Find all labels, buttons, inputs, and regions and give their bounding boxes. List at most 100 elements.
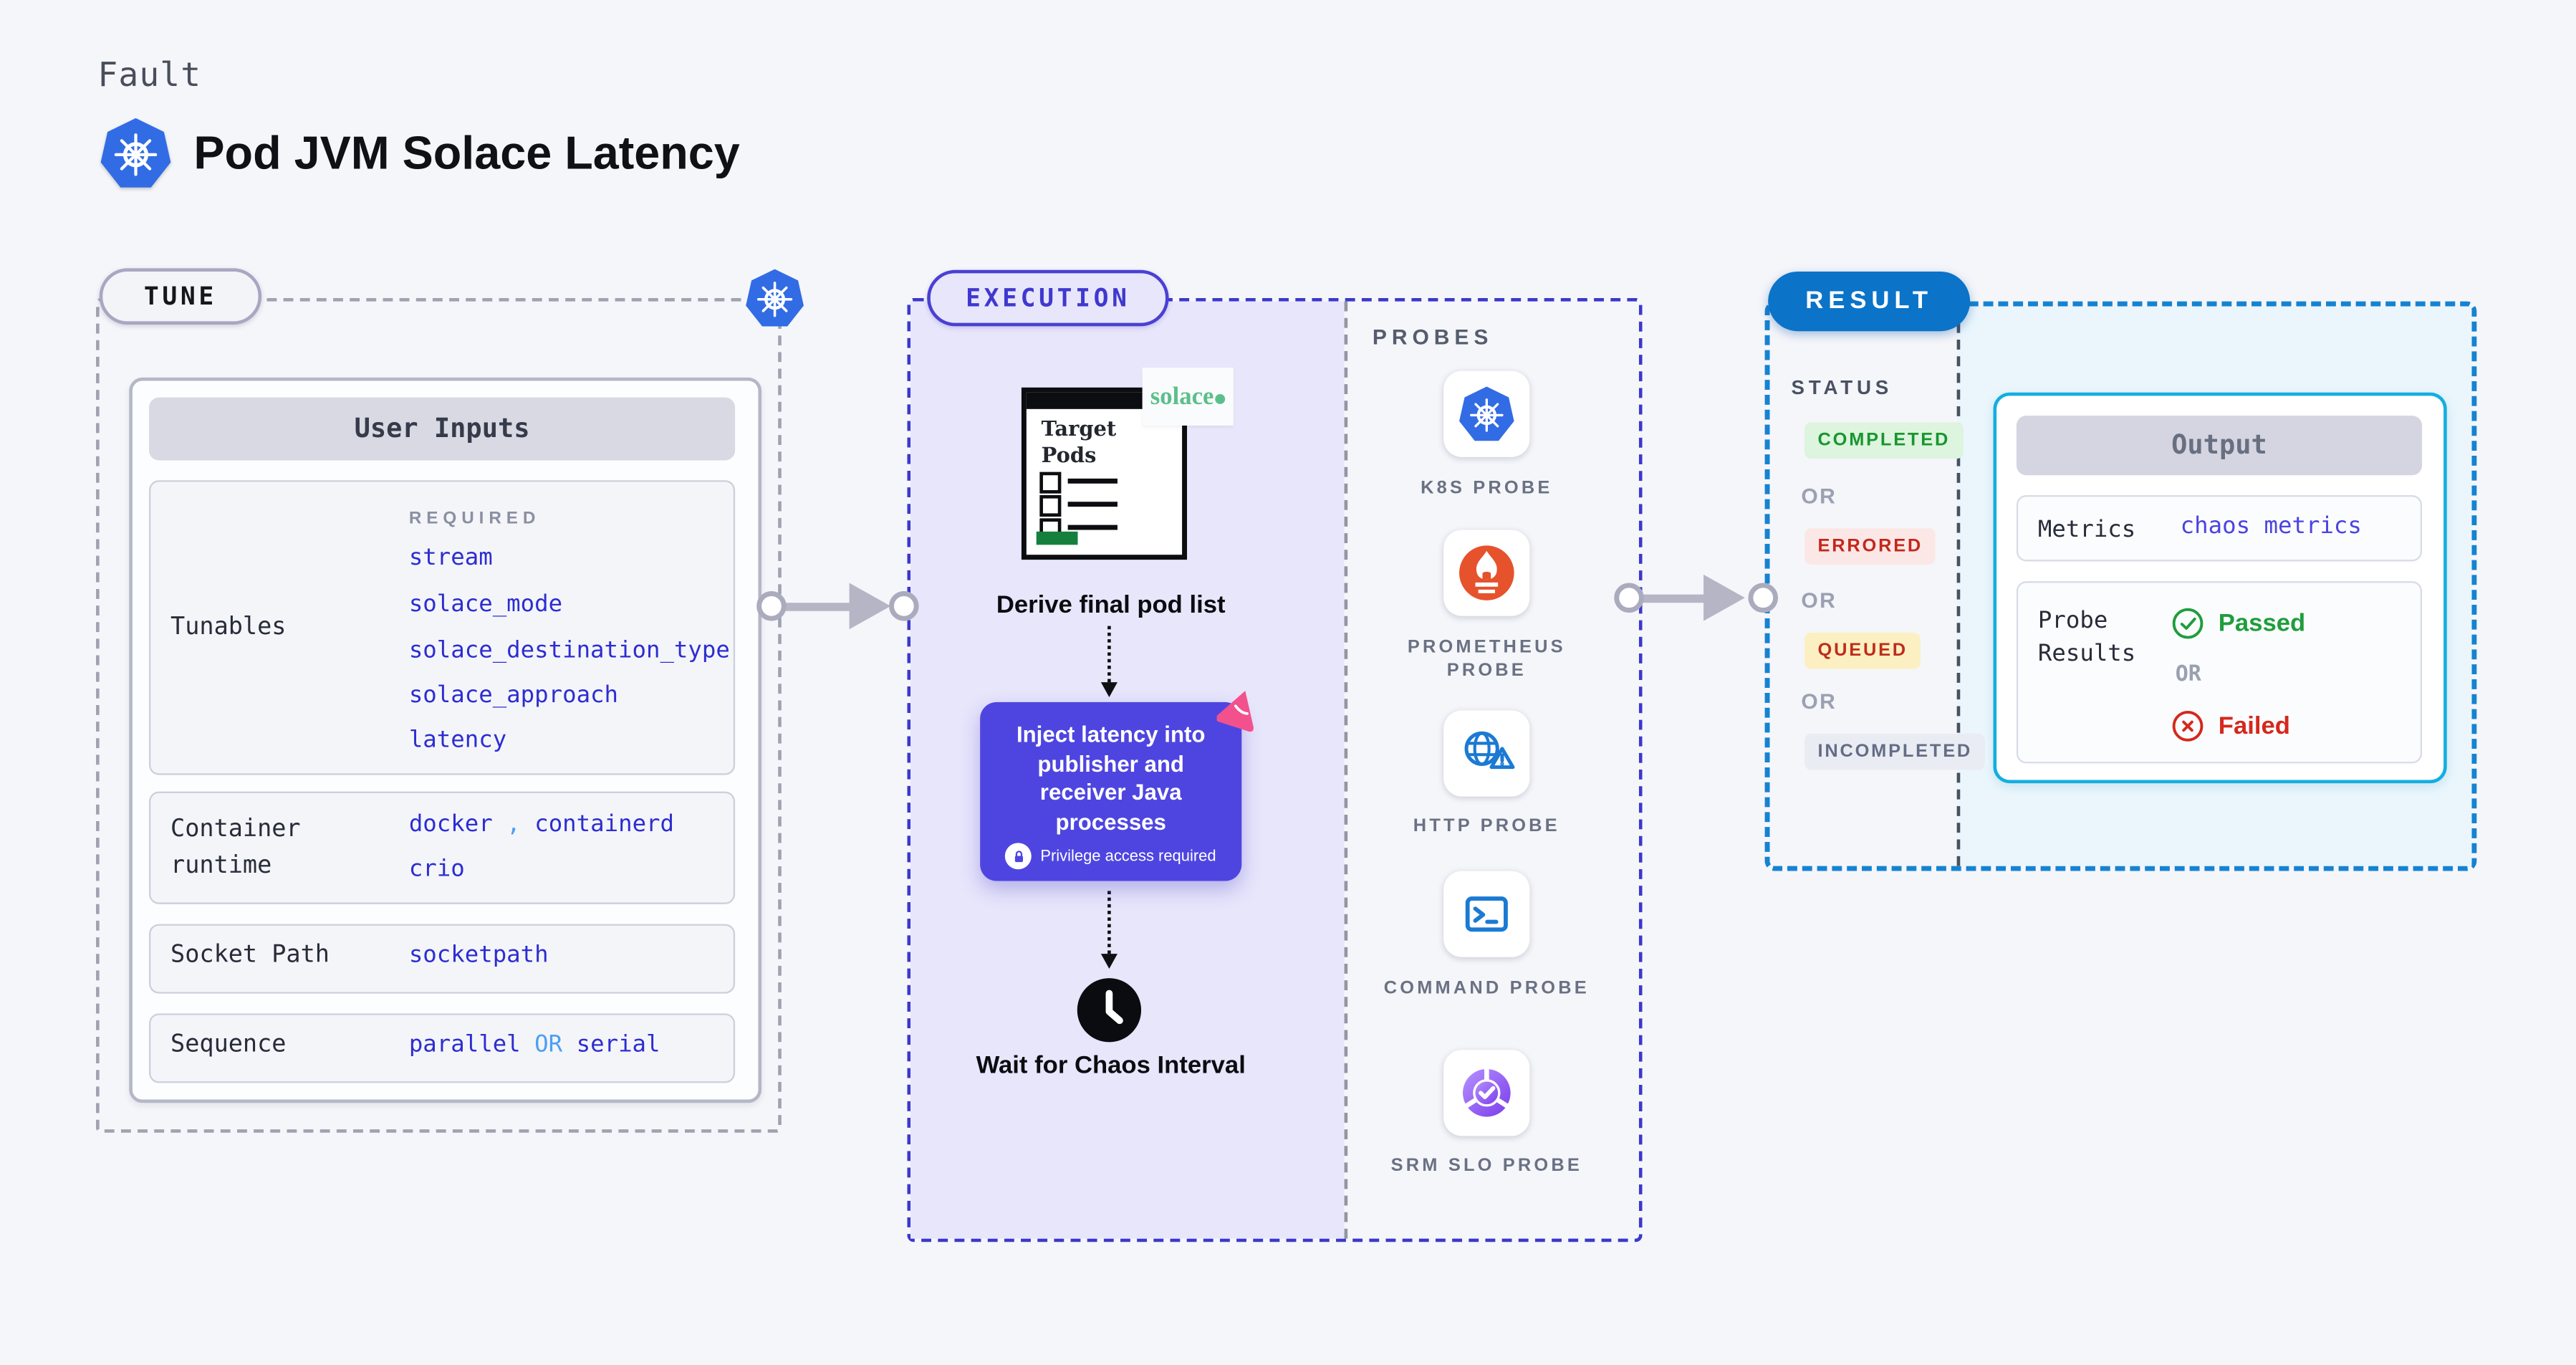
failed-x-icon xyxy=(2172,711,2203,742)
output-header: Output xyxy=(2016,416,2423,476)
flow-arrowhead xyxy=(1100,682,1118,697)
socket-path-value: socketpath xyxy=(408,942,549,969)
terminal-icon xyxy=(1457,884,1517,944)
command-probe-card xyxy=(1443,871,1530,957)
slo-donut-check-icon xyxy=(1457,1063,1517,1123)
metrics-value: chaos metrics xyxy=(2180,513,2362,540)
tunable-value: solace_approach xyxy=(408,682,619,709)
list-line xyxy=(1067,502,1118,507)
solace-logo-dot xyxy=(1215,394,1226,404)
fault-eyebrow: Fault xyxy=(97,54,202,95)
status-badge-queued: QUEUED xyxy=(1804,632,1921,669)
probe-label: HTTP PROBE xyxy=(1413,816,1560,837)
sequence-label: Sequence xyxy=(170,1031,287,1058)
list-line xyxy=(1067,525,1118,530)
privilege-note: Privilege access required xyxy=(980,843,1241,870)
arrow-shaft xyxy=(1630,593,1711,603)
status-badge-incompleted: INCOMPLETED xyxy=(1804,733,1986,770)
status-label: STATUS xyxy=(1791,375,1893,399)
probes-divider xyxy=(1344,301,1348,1239)
failed-label: Failed xyxy=(2218,712,2291,741)
page-title: Pod JVM Solace Latency xyxy=(193,127,740,179)
sequence-values: parallel OR serial xyxy=(409,1032,660,1058)
http-globe-warning-icon xyxy=(1457,724,1517,783)
or-label: OR xyxy=(2175,662,2201,688)
checkbox-icon xyxy=(1039,495,1062,517)
chaos-experiment-icon xyxy=(1216,687,1262,732)
passed-label: Passed xyxy=(2218,609,2306,638)
connector-node xyxy=(1614,582,1644,612)
arrow-head xyxy=(1703,574,1745,621)
or-label: OR xyxy=(1801,483,1837,509)
green-button-icon xyxy=(1036,531,1078,545)
or-label: OR xyxy=(534,1031,563,1058)
clock-icon xyxy=(1075,975,1144,1045)
inject-latency-label: Inject latency into publisher and receiv… xyxy=(1016,722,1206,834)
sequence-value: serial xyxy=(576,1031,660,1058)
execution-badge: EXECUTION xyxy=(927,269,1169,327)
http-probe-card xyxy=(1443,710,1530,797)
kubernetes-icon xyxy=(1457,384,1517,444)
list-line xyxy=(1067,478,1118,483)
separator: , xyxy=(506,811,521,838)
probe-results-row: Probe Results Passed OR Failed xyxy=(2016,581,2423,764)
flow-connector xyxy=(1107,891,1111,954)
tunable-value: latency xyxy=(408,727,507,754)
prometheus-icon xyxy=(1459,545,1514,600)
probe-label: COMMAND PROBE xyxy=(1383,978,1590,999)
tunable-value: solace_destination_type xyxy=(408,637,730,664)
lock-icon xyxy=(1005,843,1032,870)
or-label: OR xyxy=(1801,588,1837,613)
metrics-label: Metrics xyxy=(2037,517,2136,544)
prometheus-probe-card xyxy=(1443,530,1530,616)
user-inputs-header: User Inputs xyxy=(148,397,736,461)
socket-path-row: Socket Path socketpath xyxy=(148,924,736,994)
container-runtime-values: docker , containerd xyxy=(409,811,674,838)
socket-path-label: Socket Path xyxy=(170,942,330,969)
srm-slo-probe-card xyxy=(1443,1050,1530,1136)
sequence-row: Sequence parallel OR serial xyxy=(148,1013,736,1083)
runtime-value: crio xyxy=(408,856,465,883)
tunable-value: stream xyxy=(408,545,493,572)
solace-logo-text: solace xyxy=(1150,384,1214,411)
container-runtime-label: Container runtime xyxy=(170,816,301,880)
probe-results-label: Probe Results xyxy=(2037,608,2136,668)
status-badge-errored: ERRORED xyxy=(1804,528,1936,565)
kubernetes-icon xyxy=(97,114,173,192)
runtime-value: containerd xyxy=(534,811,675,838)
target-pods-title: Target Pods xyxy=(1041,416,1117,467)
probe-label: SRM SLO PROBE xyxy=(1390,1156,1583,1176)
tune-badge: TUNE xyxy=(99,268,262,325)
kubernetes-icon xyxy=(744,267,807,330)
connector-node xyxy=(1748,582,1779,612)
checkbox-icon xyxy=(1039,471,1062,494)
sequence-value: parallel xyxy=(408,1031,521,1058)
result-badge: RESULT xyxy=(1768,272,1971,332)
probe-label: K8S PROBE xyxy=(1421,478,1553,499)
tunables-label: Tunables xyxy=(170,614,287,641)
tunables-row: Tunables REQUIRED stream solace_mode sol… xyxy=(148,480,736,775)
required-label: REQUIRED xyxy=(408,508,541,529)
or-label: OR xyxy=(1801,689,1837,714)
user-inputs-card: User Inputs Tunables REQUIRED stream sol… xyxy=(129,377,762,1103)
passed-check-icon xyxy=(2172,608,2203,639)
container-runtime-row: Container runtime docker , containerd cr… xyxy=(148,791,736,904)
derive-pod-list-label: Derive final pod list xyxy=(996,591,1226,620)
probe-label: PROMETHEUS PROBE xyxy=(1407,637,1566,681)
arrow-head xyxy=(849,583,891,630)
wait-chaos-interval-label: Wait for Chaos Interval xyxy=(976,1051,1246,1080)
inject-latency-node: Inject latency into publisher and receiv… xyxy=(980,701,1242,881)
tunable-value: solace_mode xyxy=(408,591,563,618)
metrics-row: Metrics chaos metrics xyxy=(2016,495,2423,562)
probes-column-label: PROBES xyxy=(1372,324,1494,350)
privilege-note-text: Privilege access required xyxy=(1040,847,1216,866)
runtime-value: docker xyxy=(408,811,493,838)
k8s-probe-card xyxy=(1443,370,1530,457)
flow-arrowhead xyxy=(1100,954,1118,969)
arrow-shaft xyxy=(773,602,856,610)
connector-node xyxy=(756,590,787,621)
flow-connector xyxy=(1107,626,1111,683)
tune-section-box xyxy=(96,297,782,1133)
output-card: Output Metrics chaos metrics Probe Resul… xyxy=(1993,392,2447,784)
